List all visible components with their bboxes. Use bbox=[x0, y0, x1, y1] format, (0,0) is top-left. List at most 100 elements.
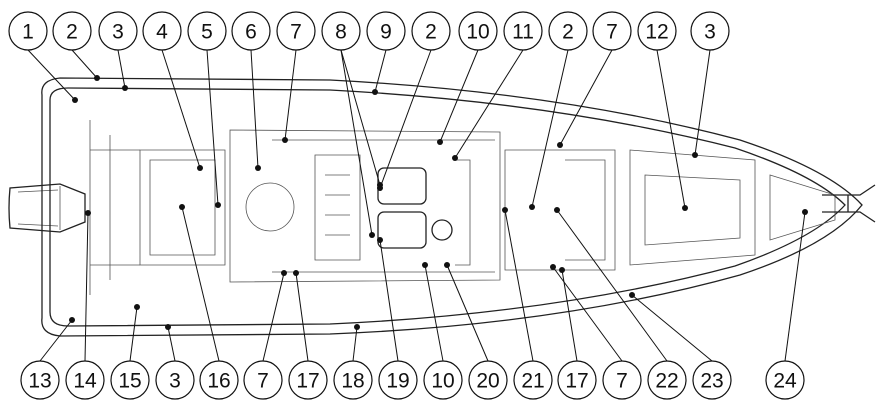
callout-number: 20 bbox=[476, 370, 499, 393]
callout-circle bbox=[187, 11, 227, 51]
leader-line bbox=[262, 272, 285, 362]
callout-number: 23 bbox=[700, 370, 723, 393]
callout-9: 9 bbox=[366, 11, 406, 51]
leader-line bbox=[552, 266, 623, 362]
callout-7: 7 bbox=[592, 11, 632, 51]
callout-3: 3 bbox=[155, 360, 195, 400]
leader-line bbox=[284, 49, 297, 141]
callout-number: 11 bbox=[512, 21, 534, 44]
callout-number: 3 bbox=[704, 21, 716, 44]
leader-dot bbox=[377, 237, 383, 243]
callout-7: 7 bbox=[243, 360, 283, 400]
callout-6: 6 bbox=[231, 11, 271, 51]
callout-10: 10 bbox=[458, 11, 498, 51]
boat-drawing bbox=[8, 77, 876, 337]
leader-line bbox=[27, 49, 76, 101]
leader-line bbox=[295, 272, 309, 362]
leader-dot bbox=[354, 324, 360, 330]
leader-dot bbox=[69, 317, 75, 323]
callout-number: 1 bbox=[22, 21, 34, 44]
callout-22: 22 bbox=[647, 360, 687, 400]
leader-line bbox=[439, 49, 479, 143]
leader-line bbox=[340, 49, 381, 186]
callout-number: 17 bbox=[565, 370, 588, 393]
callout-circle bbox=[378, 360, 418, 400]
callout-number: 15 bbox=[118, 370, 141, 393]
callout-number: 9 bbox=[380, 21, 392, 44]
rear-cockpit bbox=[139, 149, 226, 266]
callout-circle bbox=[52, 11, 92, 51]
callout-number: 3 bbox=[112, 21, 124, 44]
leader-dot bbox=[802, 209, 808, 215]
callout-circle bbox=[548, 11, 588, 51]
forward-cockpit bbox=[504, 149, 616, 271]
callout-24: 24 bbox=[765, 360, 805, 400]
console-area bbox=[229, 129, 501, 283]
callout-number: 4 bbox=[156, 21, 168, 44]
leader-dot bbox=[85, 210, 91, 216]
leader-line bbox=[559, 49, 613, 146]
callout-circle bbox=[411, 11, 451, 51]
leader-line bbox=[167, 326, 176, 362]
callout-number: 13 bbox=[28, 370, 51, 393]
callout-11: 11 bbox=[503, 11, 543, 51]
outboard-engine bbox=[8, 183, 86, 233]
callout-circle bbox=[98, 11, 138, 51]
callout-16: 16 bbox=[199, 360, 239, 400]
callout-number: 2 bbox=[562, 21, 574, 44]
callout-7: 7 bbox=[276, 11, 316, 51]
leader-dot bbox=[692, 152, 698, 158]
leader-line bbox=[531, 49, 569, 208]
callout-10: 10 bbox=[423, 360, 463, 400]
callout-circle bbox=[231, 11, 271, 51]
leader-dot bbox=[452, 155, 458, 161]
callout-1: 1 bbox=[8, 11, 48, 51]
leader-line bbox=[206, 49, 219, 206]
leader-dot bbox=[559, 267, 565, 273]
callout-number: 6 bbox=[245, 21, 257, 44]
callout-7: 7 bbox=[602, 360, 642, 400]
callout-number: 24 bbox=[773, 370, 797, 393]
callout-circle bbox=[602, 360, 642, 400]
callout-circle bbox=[468, 360, 508, 400]
callout-number: 2 bbox=[66, 21, 78, 44]
leader-line bbox=[129, 306, 138, 362]
steering-wheel bbox=[431, 219, 453, 241]
callout-circle bbox=[423, 360, 463, 400]
callout-circle bbox=[765, 360, 805, 400]
leader-line bbox=[117, 49, 126, 89]
leader-dot bbox=[422, 262, 428, 268]
callout-5: 5 bbox=[187, 11, 227, 51]
leader-line bbox=[181, 206, 220, 362]
callout-17: 17 bbox=[557, 360, 597, 400]
callout-circle bbox=[503, 11, 543, 51]
leader-dot bbox=[444, 262, 450, 268]
leader-line bbox=[379, 239, 399, 362]
leader-line bbox=[631, 294, 713, 362]
callout-circle bbox=[692, 360, 732, 400]
callout-17: 17 bbox=[288, 360, 328, 400]
leader-dot bbox=[554, 207, 560, 213]
callout-number: 2 bbox=[425, 21, 437, 44]
callout-number: 12 bbox=[645, 21, 668, 44]
callout-circle bbox=[110, 360, 150, 400]
callout-3: 3 bbox=[98, 11, 138, 51]
callout-number: 14 bbox=[73, 370, 97, 393]
leader-dot bbox=[293, 270, 299, 276]
callout-circle bbox=[8, 11, 48, 51]
callout-20: 20 bbox=[468, 360, 508, 400]
leader-dot bbox=[72, 97, 78, 103]
callout-number: 7 bbox=[257, 370, 269, 393]
callout-2: 2 bbox=[411, 11, 451, 51]
leader-line bbox=[340, 49, 373, 236]
leader-line bbox=[784, 211, 806, 362]
leader-line bbox=[446, 264, 489, 362]
callout-15: 15 bbox=[110, 360, 150, 400]
leader-line bbox=[454, 49, 524, 159]
leader-lines bbox=[27, 49, 808, 362]
callout-13: 13 bbox=[20, 360, 60, 400]
callout-number: 17 bbox=[296, 370, 319, 393]
callout-number: 10 bbox=[431, 370, 454, 393]
leader-dot bbox=[122, 85, 128, 91]
